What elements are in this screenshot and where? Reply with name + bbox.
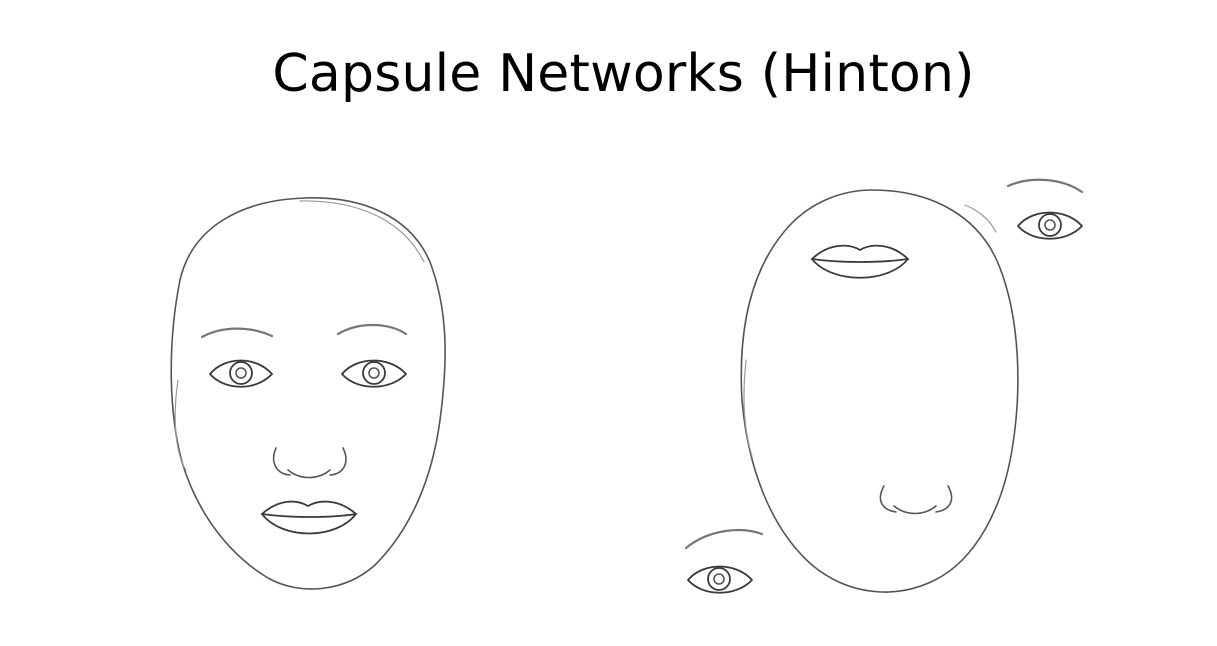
slide-title: Capsule Networks (Hinton): [272, 44, 975, 104]
normal-face-left-eye: [209, 359, 273, 388]
scrambled-face-lower-eye: [684, 528, 764, 594]
normal-face-right-eyebrow: [336, 324, 408, 336]
normal-face-mouth: [261, 500, 357, 535]
normal-face-outline: [170, 197, 446, 590]
normal-face-left-eyebrow: [200, 327, 274, 339]
scrambled-face-outline: [740, 189, 1019, 593]
scrambled-face-mouth: [811, 244, 909, 279]
normal-face-right-eye: [341, 359, 407, 388]
normal-face-nose: [272, 447, 347, 479]
normal-face: [170, 197, 446, 590]
scrambled-face-upper-eye: [1006, 178, 1084, 240]
scrambled-face-nose: [879, 485, 953, 515]
scrambled-face: [684, 178, 1084, 594]
